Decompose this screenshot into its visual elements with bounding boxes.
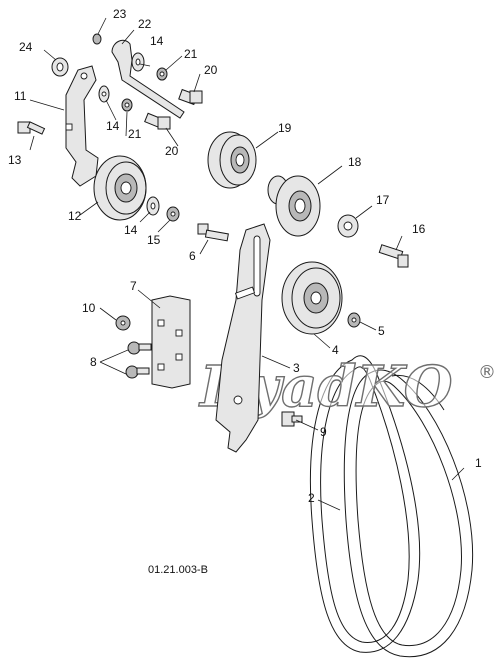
bolt-9 xyxy=(281,411,303,427)
callout-7: 7 xyxy=(130,279,137,293)
leader-lines xyxy=(29,17,465,511)
callout-14-mid: 14 xyxy=(106,119,120,133)
nut-24 xyxy=(51,57,69,77)
callout-20-top: 20 xyxy=(204,63,218,77)
callout-3: 3 xyxy=(293,361,300,375)
callout-21-top: 21 xyxy=(184,47,198,61)
washer-14-top xyxy=(131,52,145,72)
callout-14-low: 14 xyxy=(124,223,138,237)
washer-14-mid xyxy=(98,85,110,103)
callout-9: 9 xyxy=(320,425,327,439)
bolt-20-mid xyxy=(144,112,171,130)
nut-15 xyxy=(166,206,180,222)
callout-15: 15 xyxy=(147,233,161,247)
washer-17 xyxy=(337,214,359,238)
callout-6: 6 xyxy=(189,249,196,263)
screws-8 xyxy=(125,341,152,379)
plate-3 xyxy=(215,223,271,453)
callout-19: 19 xyxy=(278,121,292,135)
pulley-19 xyxy=(207,131,257,189)
callout-5: 5 xyxy=(378,324,385,338)
bracket-11 xyxy=(65,65,99,187)
callout-12: 12 xyxy=(68,209,82,223)
nut-21-mid xyxy=(121,98,133,112)
belt-1 xyxy=(343,369,474,658)
pulley-18 xyxy=(267,175,321,237)
registered-mark: ® xyxy=(478,362,496,383)
callout-2: 2 xyxy=(308,491,315,505)
pulley-4 xyxy=(281,261,343,335)
bolt-6 xyxy=(197,223,229,242)
callout-24: 24 xyxy=(19,40,33,54)
callout-4: 4 xyxy=(332,343,339,357)
callouts: 1 2 3 4 5 6 7 8 9 10 11 12 13 14 14 14 1… xyxy=(8,7,482,505)
callout-14-top: 14 xyxy=(150,34,164,48)
callout-13: 13 xyxy=(8,153,22,167)
callout-16: 16 xyxy=(412,222,426,236)
arm-22 xyxy=(111,39,185,119)
bolt-16 xyxy=(378,244,409,268)
belt-2 xyxy=(309,355,421,653)
callout-22: 22 xyxy=(138,17,152,31)
bolt-20-top xyxy=(178,88,203,106)
callout-17: 17 xyxy=(376,193,390,207)
diagram-code: 01.21.003-B xyxy=(148,564,208,576)
nut-5 xyxy=(347,312,361,328)
block-7 xyxy=(151,295,191,389)
callout-18: 18 xyxy=(348,155,362,169)
clip-23 xyxy=(92,33,102,45)
washer-14-low xyxy=(146,196,160,216)
callout-21-mid: 21 xyxy=(128,127,142,141)
callout-10: 10 xyxy=(82,301,96,315)
callout-8: 8 xyxy=(90,355,97,369)
callout-11: 11 xyxy=(14,89,27,103)
callout-20-mid: 20 xyxy=(165,144,179,158)
nut-10 xyxy=(115,315,131,331)
nut-21-top xyxy=(156,67,168,81)
callout-23: 23 xyxy=(113,7,127,21)
callout-1: 1 xyxy=(475,456,482,470)
pulley-12 xyxy=(93,155,147,221)
bolt-13 xyxy=(17,121,46,135)
